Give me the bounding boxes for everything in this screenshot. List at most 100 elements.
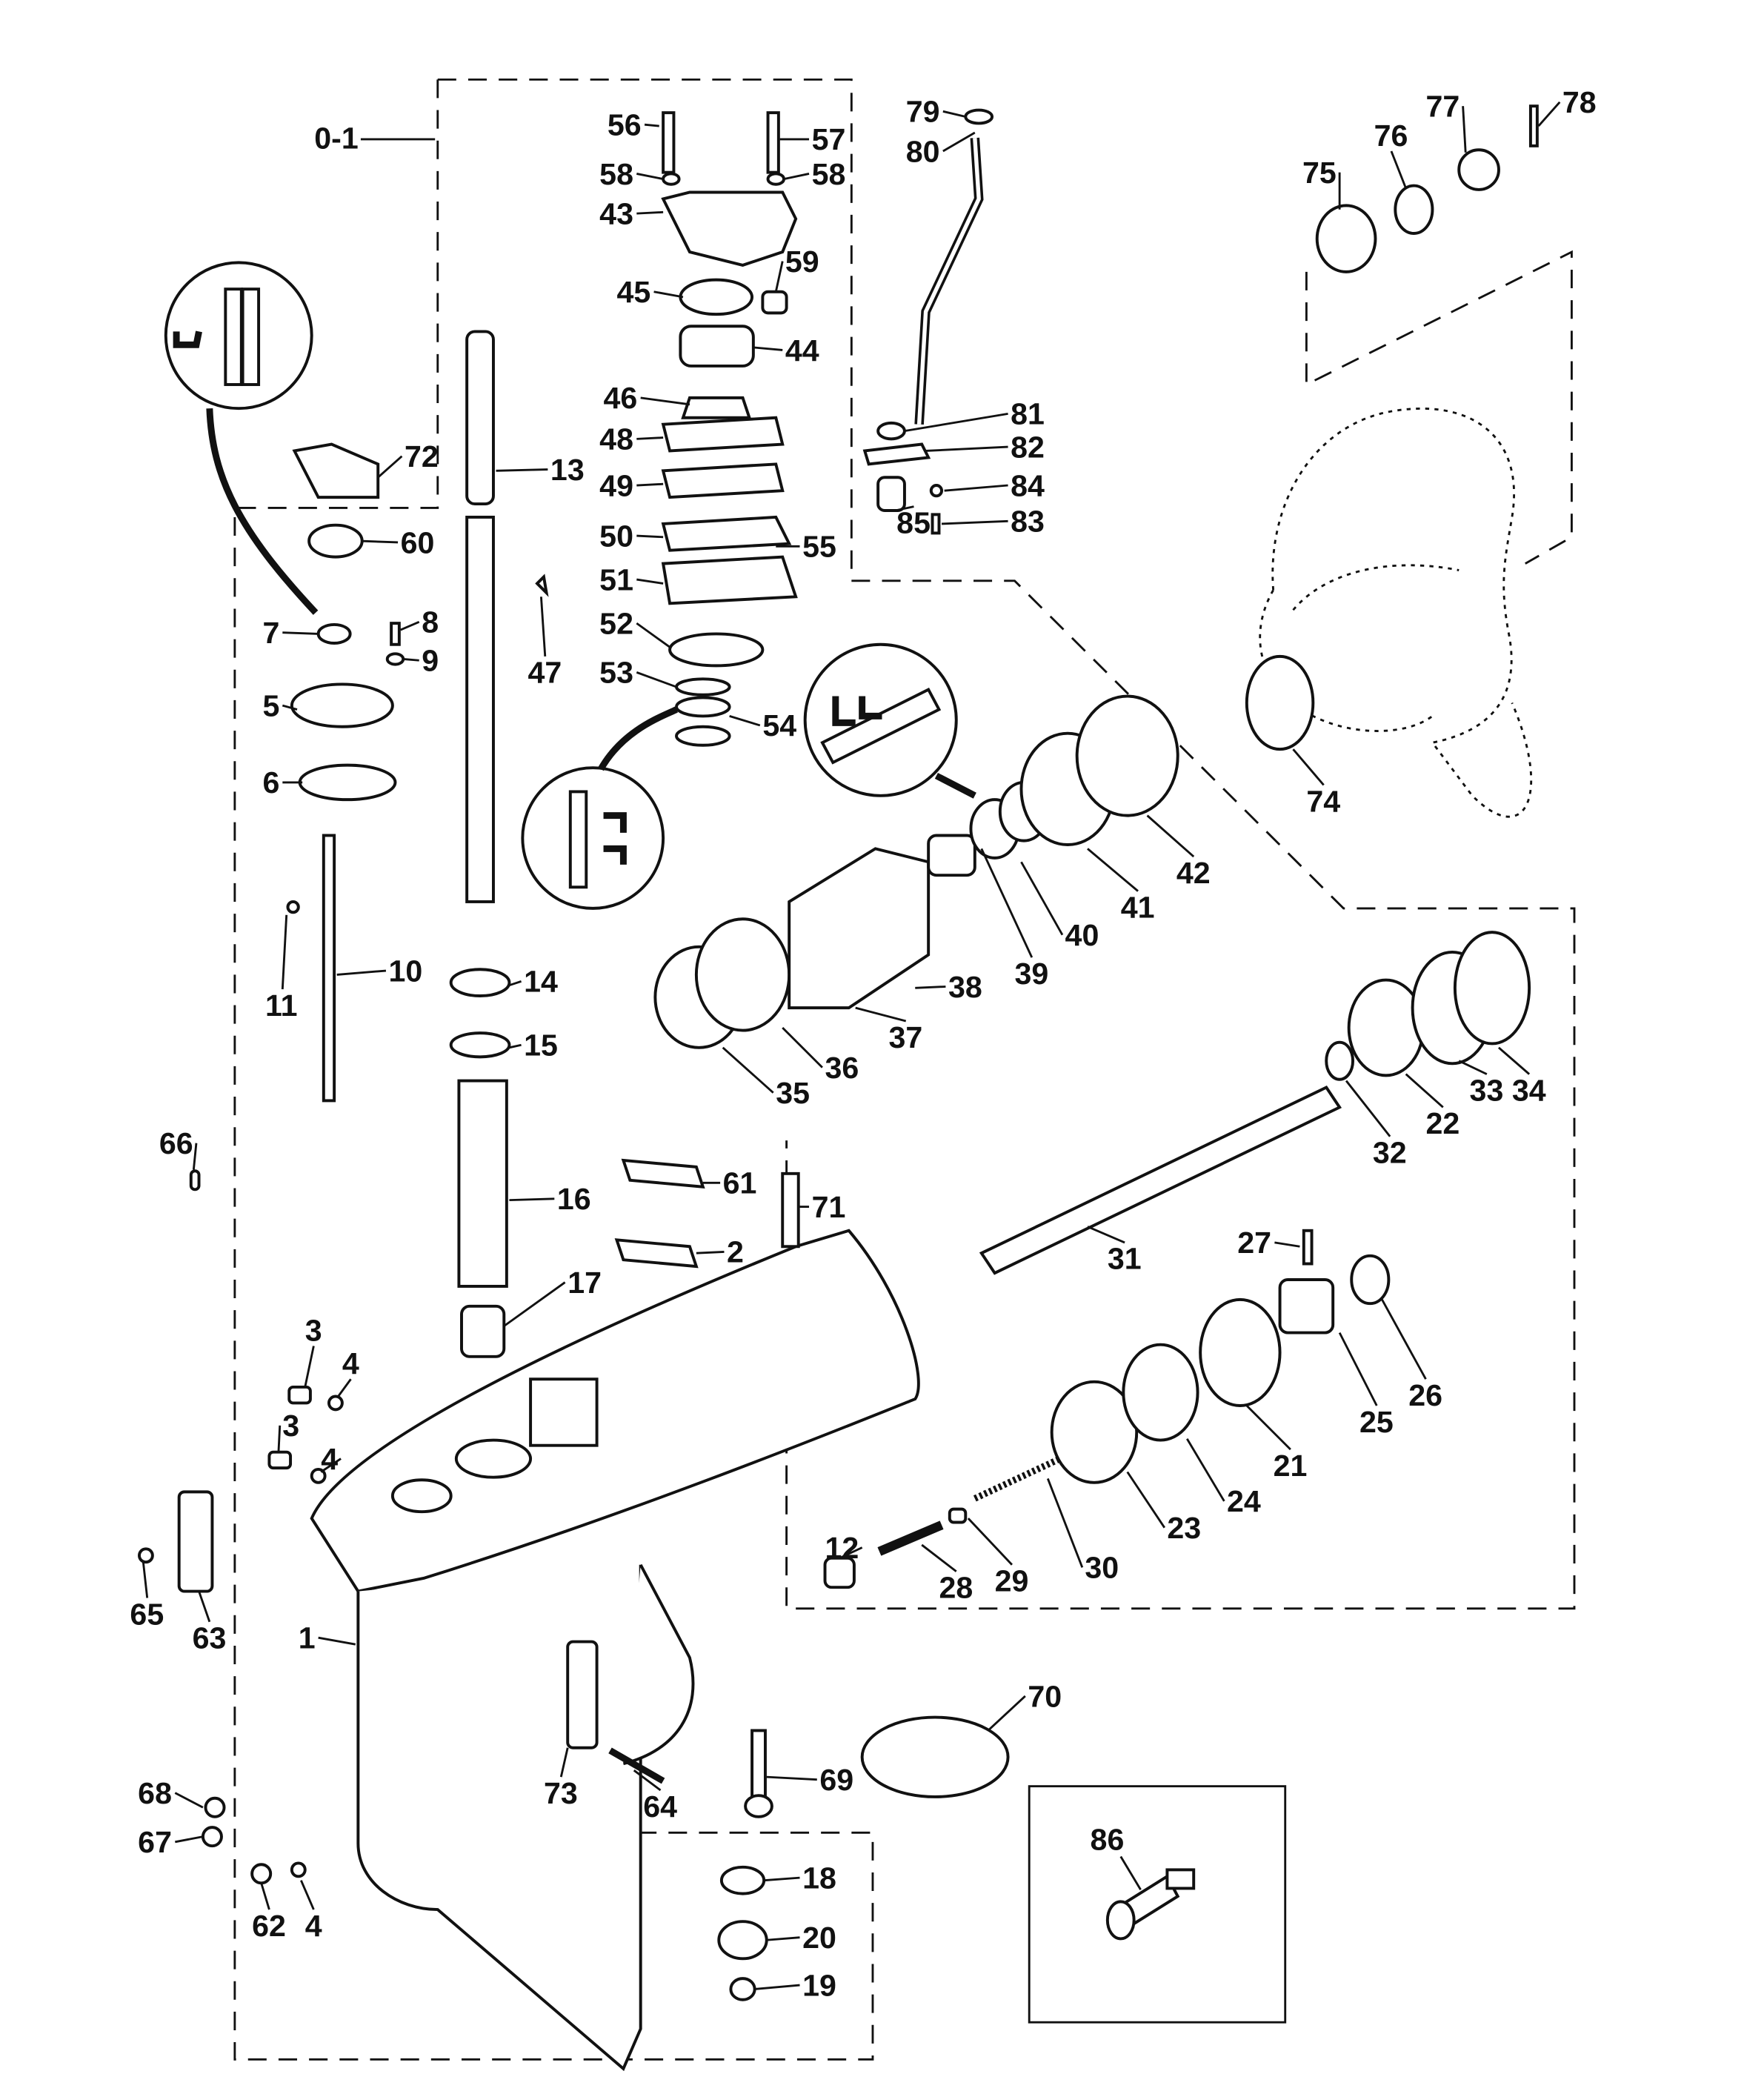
leader-line	[754, 1984, 800, 1990]
part-label-45: 45	[616, 275, 650, 309]
leader-line	[644, 123, 659, 127]
part-label-51: 51	[599, 562, 633, 596]
callout-shim: 15	[509, 1028, 558, 1063]
part-label-46: 46	[604, 381, 638, 415]
part-label-84: 84	[1011, 468, 1045, 502]
leader-line	[559, 1747, 569, 1778]
part-label-3: 3	[282, 1409, 299, 1443]
part-label-82: 82	[1011, 430, 1045, 464]
part-label-74: 74	[1306, 784, 1340, 818]
leader-line	[636, 671, 677, 688]
part-shapes	[138, 104, 1539, 2001]
callout-spring: 30	[1046, 1478, 1119, 1585]
callout-water-tube: 80	[906, 131, 976, 168]
leader-line	[260, 1882, 270, 1910]
water-tube-drawing	[914, 137, 984, 425]
group-label-text: 0-1	[314, 121, 358, 155]
part-label-27: 27	[1237, 1226, 1271, 1260]
callout-propeller-nut: 77	[1425, 89, 1467, 153]
part-label-8: 8	[422, 605, 439, 639]
detail-pointer	[934, 772, 976, 799]
leader-line	[766, 1775, 817, 1781]
leader-line	[1186, 1438, 1225, 1502]
part-label-34: 34	[1512, 1073, 1546, 1107]
callout-clutch: 25	[1338, 1332, 1394, 1439]
leader-line	[1458, 1060, 1488, 1075]
part-label-11: 11	[265, 988, 298, 1023]
detail-shaft	[241, 287, 261, 386]
leader-line	[942, 110, 966, 118]
callout-washer: 84	[944, 468, 1045, 502]
part-label-18: 18	[802, 1861, 836, 1895]
leader-line	[1405, 1073, 1444, 1109]
callout-o-ring: 36	[782, 1026, 859, 1085]
leader-line	[980, 848, 1034, 958]
callout-drive-shaft-tube: 16	[509, 1182, 591, 1216]
part-label-55: 55	[802, 530, 836, 564]
part-label-60: 60	[401, 525, 435, 559]
callout-gasket: 50	[599, 519, 664, 553]
callout-screw: 83	[942, 505, 1045, 539]
leader-line	[318, 1636, 356, 1646]
leader-line	[942, 131, 976, 153]
callout-gasket: 52	[599, 606, 670, 648]
leader-line	[636, 436, 664, 440]
callout-seal: 81	[904, 397, 1045, 433]
leader-line	[336, 969, 387, 976]
callout-grommet: 85	[895, 505, 931, 539]
callout-propeller-shaft: 31	[1087, 1226, 1142, 1276]
callout-oil-seals: 54	[729, 708, 796, 742]
leader-line	[1046, 1478, 1084, 1568]
callout-shim: 23	[1126, 1471, 1201, 1545]
part-label-32: 32	[1373, 1136, 1407, 1170]
leader-line	[783, 173, 810, 181]
leader-line	[774, 261, 784, 293]
callout-retainer-ring: 42	[1146, 814, 1211, 890]
part-label-57: 57	[812, 122, 846, 156]
leader-line	[653, 290, 684, 299]
part-label-56: 56	[608, 108, 642, 142]
leader-line	[1087, 1226, 1125, 1244]
leader-line	[362, 539, 399, 544]
seal-profile-icon	[173, 330, 202, 348]
callout-e-clip: 11	[265, 914, 298, 1023]
callout-bolt: 57	[779, 122, 846, 156]
speedometer-fitting-drawing	[1105, 1868, 1196, 1941]
leader-line	[496, 468, 548, 472]
leader-line	[1119, 1855, 1142, 1890]
callout-screw: 64	[633, 1769, 677, 1824]
detail-shaft	[820, 687, 942, 765]
part-label-12: 12	[825, 1531, 859, 1565]
leader-line	[403, 658, 419, 662]
callout-shift-plunger: 28	[921, 1543, 973, 1605]
housing-body	[356, 1564, 642, 2072]
part-label-68: 68	[138, 1776, 172, 1810]
callout-washer: 4	[300, 1880, 322, 1943]
detail-shaft	[224, 287, 243, 386]
part-label-81: 81	[1011, 397, 1045, 431]
leader-line	[839, 1546, 863, 1560]
part-label-43: 43	[599, 196, 633, 230]
callout-seal: 7	[262, 616, 319, 650]
callout-needle-bearing: 17	[503, 1266, 602, 1327]
callout-dowel-pin: 66	[159, 1126, 198, 1170]
part-label-71: 71	[812, 1190, 846, 1224]
leader-line	[337, 1378, 352, 1397]
part-label-2: 2	[727, 1235, 744, 1269]
leader-line	[400, 621, 420, 631]
leader-line	[503, 1281, 566, 1327]
part-label-67: 67	[138, 1825, 172, 1859]
group-label-0-1: 0-1	[314, 121, 436, 155]
leader-line	[640, 396, 690, 406]
part-label-3: 3	[305, 1313, 322, 1347]
callout-thrust-washer: 32	[1345, 1080, 1407, 1170]
detail-circle	[521, 766, 665, 910]
part-label-59: 59	[785, 245, 819, 279]
part-label-80: 80	[906, 134, 940, 168]
part-label-44: 44	[785, 333, 819, 368]
leader-line	[277, 1425, 282, 1452]
upper-group-outline	[233, 79, 874, 2061]
callout-washer: 4	[337, 1346, 359, 1397]
callout-face-plate: 49	[599, 468, 664, 502]
